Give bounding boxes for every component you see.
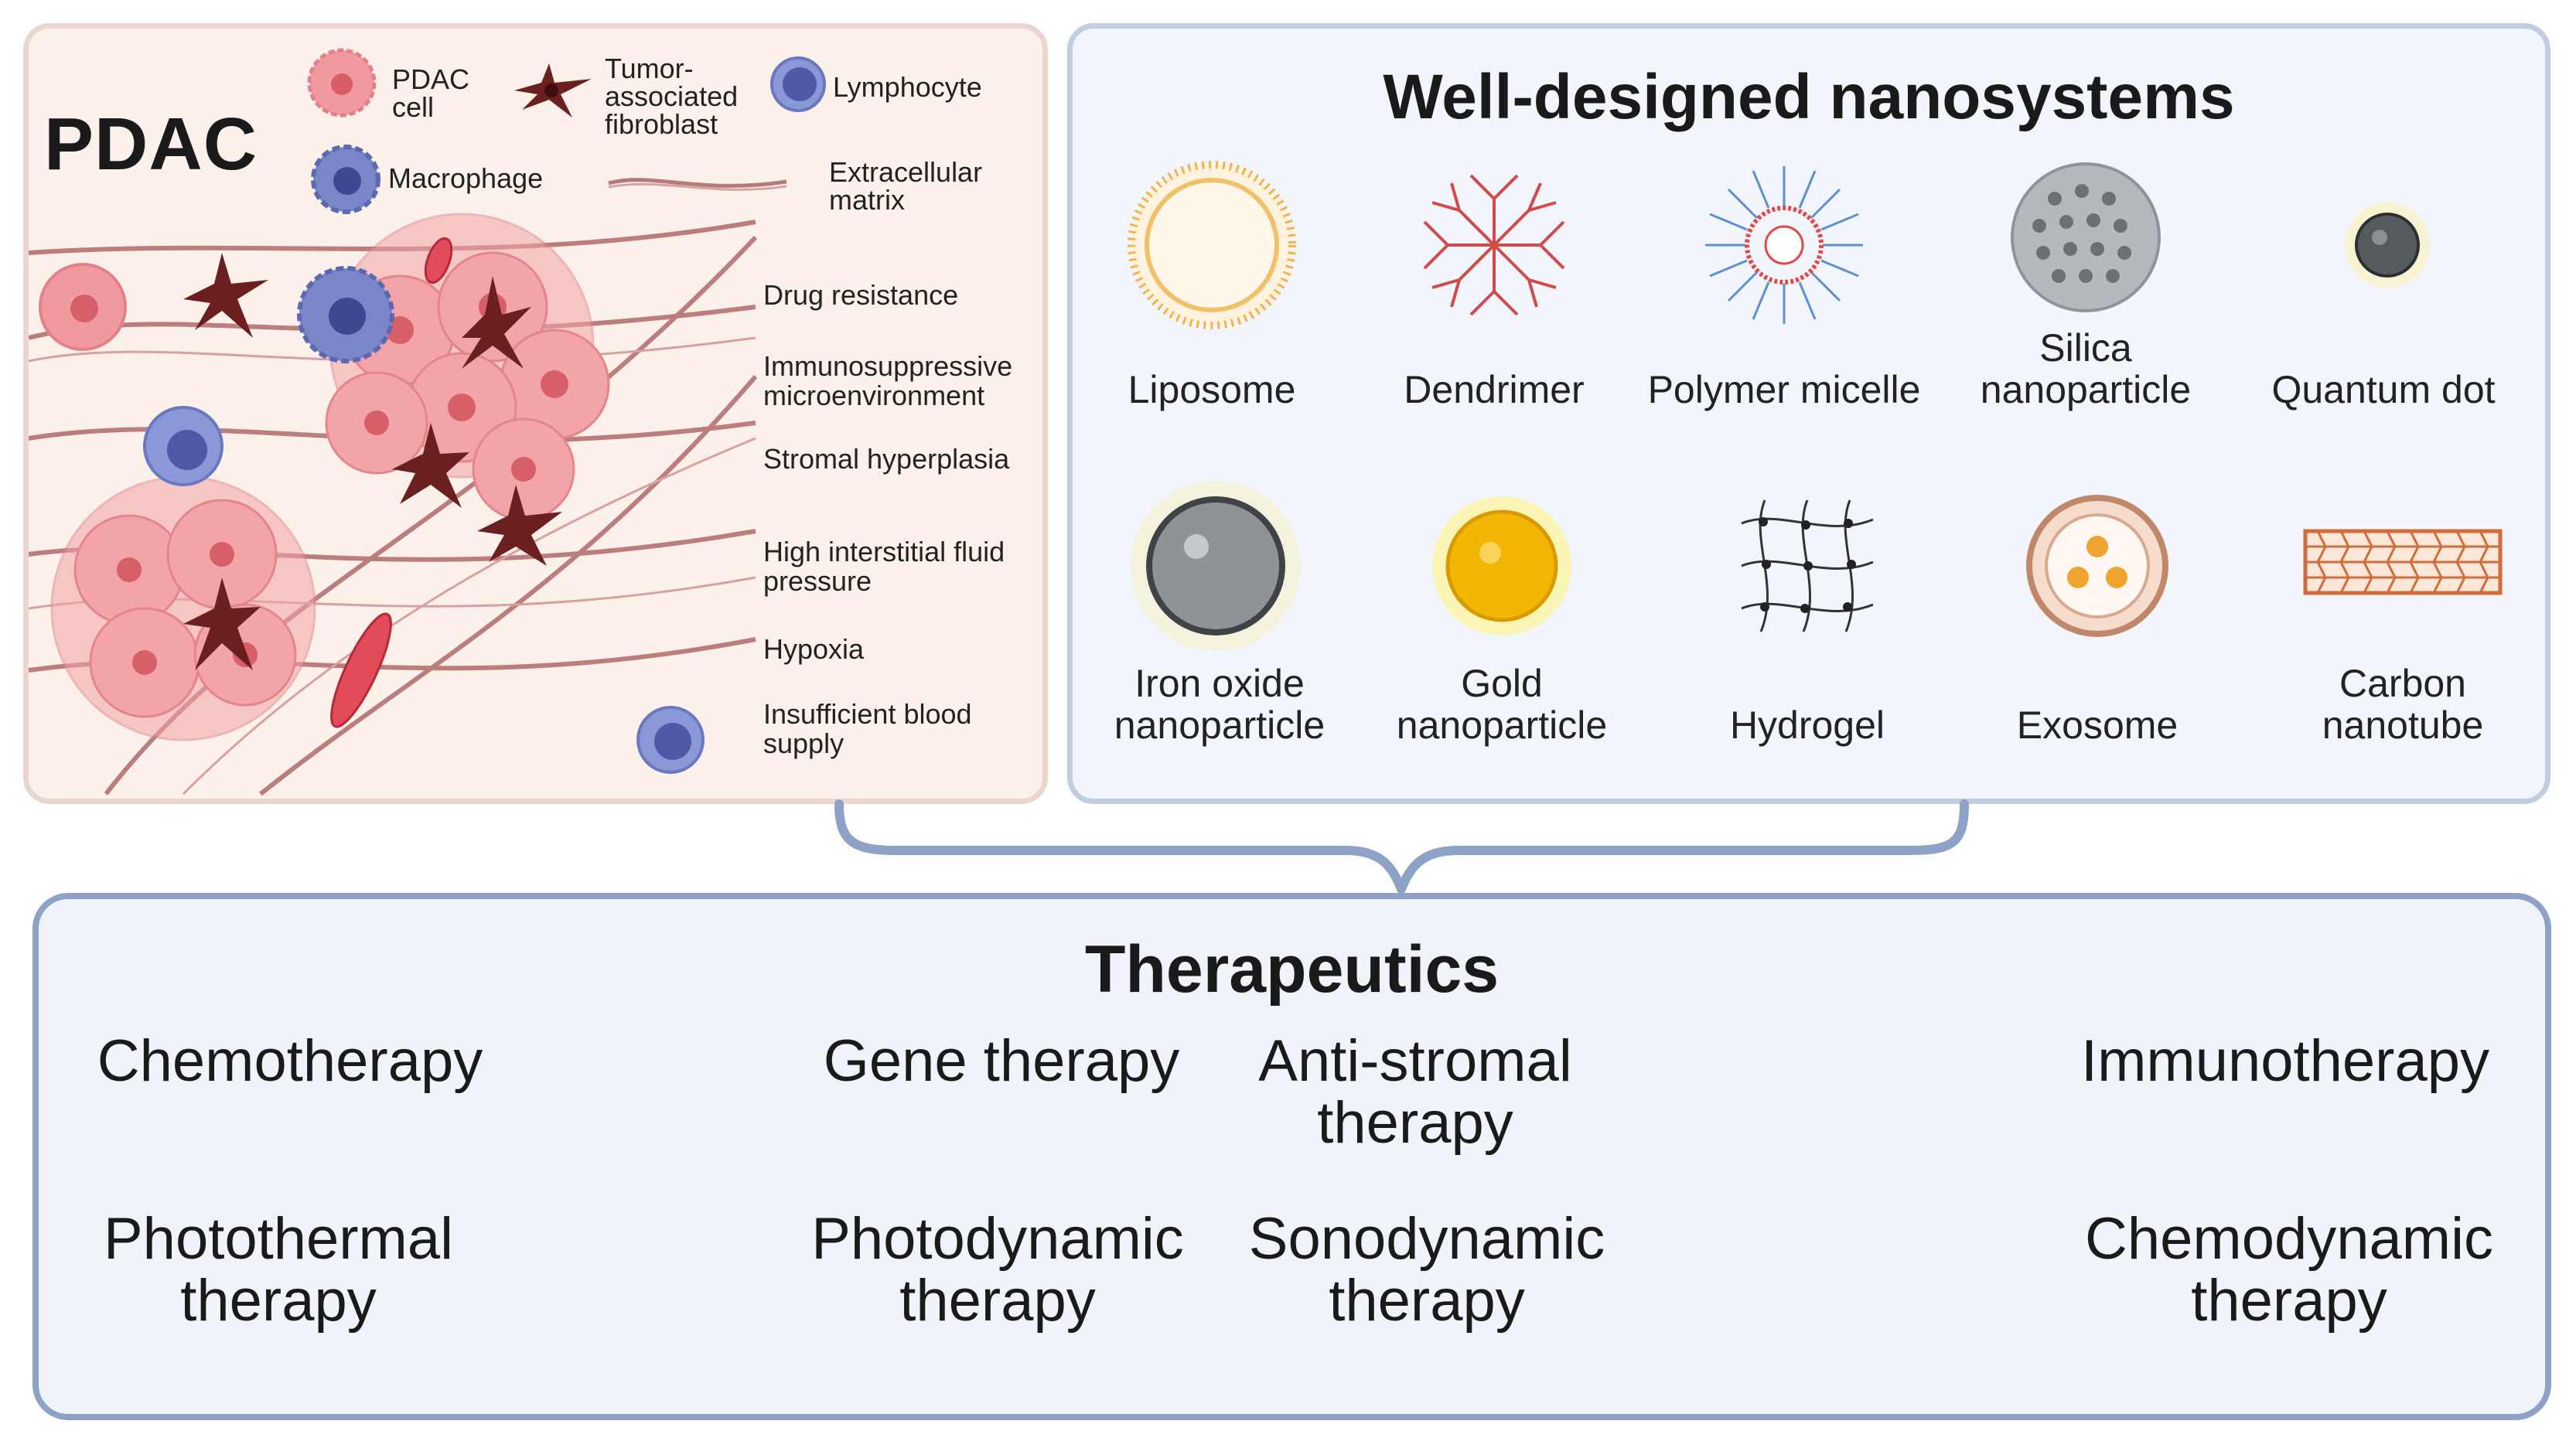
- therapy-anti-stromal: Anti-stromal therapy: [1258, 1028, 1572, 1156]
- gold-nanoparticle-label: Gold nanoparticle: [1396, 662, 1608, 747]
- feature-stromal-hyperplasia: Stromal hyperplasia: [763, 443, 1010, 475]
- feature-hypoxia: Hypoxia: [763, 633, 865, 665]
- feature-drug-resistance: Drug resistance: [763, 279, 959, 311]
- polymer-micelle-icon: [1705, 166, 1863, 324]
- exosome-label: Exosome: [2016, 704, 2179, 747]
- lymphocyte-icon: [770, 56, 826, 112]
- nanosystems-panel: Well-designed nanosystems: [1067, 23, 2550, 804]
- dendrimer-label: Dendrimer: [1404, 368, 1585, 411]
- feature-interstitial-pressure: High interstitial fluid pressure: [763, 536, 1005, 597]
- pdac-title: PDAC: [44, 103, 258, 186]
- macrophage-icon: [311, 145, 380, 214]
- therapeutics-title: Therapeutics: [1084, 932, 1500, 1007]
- therapy-sonodynamic: Sonodynamic therapy: [1248, 1206, 1605, 1334]
- therapy-photothermal: Photothermal therapy: [103, 1206, 454, 1334]
- dendrimer-icon: [1423, 174, 1565, 316]
- liposome-icon: [1128, 161, 1296, 329]
- therapy-chemodynamic: Chemodynamic therapy: [2085, 1206, 2493, 1334]
- exosome-icon: [2026, 495, 2168, 637]
- gold-nanoparticle-icon: [1432, 496, 1571, 635]
- legend-lymphocyte: Lymphocyte: [833, 71, 982, 103]
- therapy-immunotherapy: Immunotherapy: [2080, 1028, 2490, 1094]
- pdac-panel: PDAC PDAC cell Tumor-associated fibrobla…: [23, 23, 1048, 804]
- polymer-micelle-label: Polymer micelle: [1647, 368, 1921, 411]
- liposome-label: Liposome: [1128, 368, 1296, 411]
- feature-blood-supply: Insufficient blood supply: [763, 698, 972, 759]
- legend-pdac-cell: PDAC cell: [392, 63, 470, 123]
- legend-macrophage: Macrophage: [388, 162, 544, 194]
- silica-nanoparticle-icon: [2011, 162, 2161, 312]
- therapeutics-panel: Therapeutics Chemotherapy Gene therapy A…: [32, 893, 2551, 1420]
- therapy-photodynamic: Photodynamic therapy: [811, 1206, 1184, 1334]
- fibroblast-icon: [514, 63, 592, 118]
- hydrogel-label: Hydrogel: [1729, 704, 1885, 747]
- silica-nanoparticle-label: Silica nanoparticle: [1980, 326, 2192, 411]
- feature-immunosuppressive: Immunosuppressive microenvironment: [763, 350, 1013, 411]
- carbon-nanotube-label: Carbon nanotube: [2322, 662, 2484, 747]
- pdac-cell-icon: [307, 48, 377, 118]
- iron-oxide-icon: [1131, 481, 1301, 651]
- nanosystems-title: Well-designed nanosystems: [1383, 62, 2235, 132]
- quantum-dot-label: Quantum dot: [2271, 368, 2496, 411]
- hydrogel-icon: [1741, 499, 1874, 632]
- legend-fibroblast: Tumor-associated fibroblast: [605, 53, 739, 140]
- ecm-fiber-icon: [608, 178, 787, 191]
- iron-oxide-label: Iron oxide nanoparticle: [1114, 662, 1326, 747]
- tumor-microenvironment-illustration: [29, 213, 758, 796]
- therapy-chemotherapy: Chemotherapy: [97, 1028, 483, 1094]
- carbon-nanotube-icon: [2303, 529, 2503, 595]
- legend-ecm: Extracellular matrix: [829, 156, 983, 216]
- therapy-gene: Gene therapy: [823, 1028, 1180, 1094]
- quantum-dot-icon: [2345, 203, 2430, 288]
